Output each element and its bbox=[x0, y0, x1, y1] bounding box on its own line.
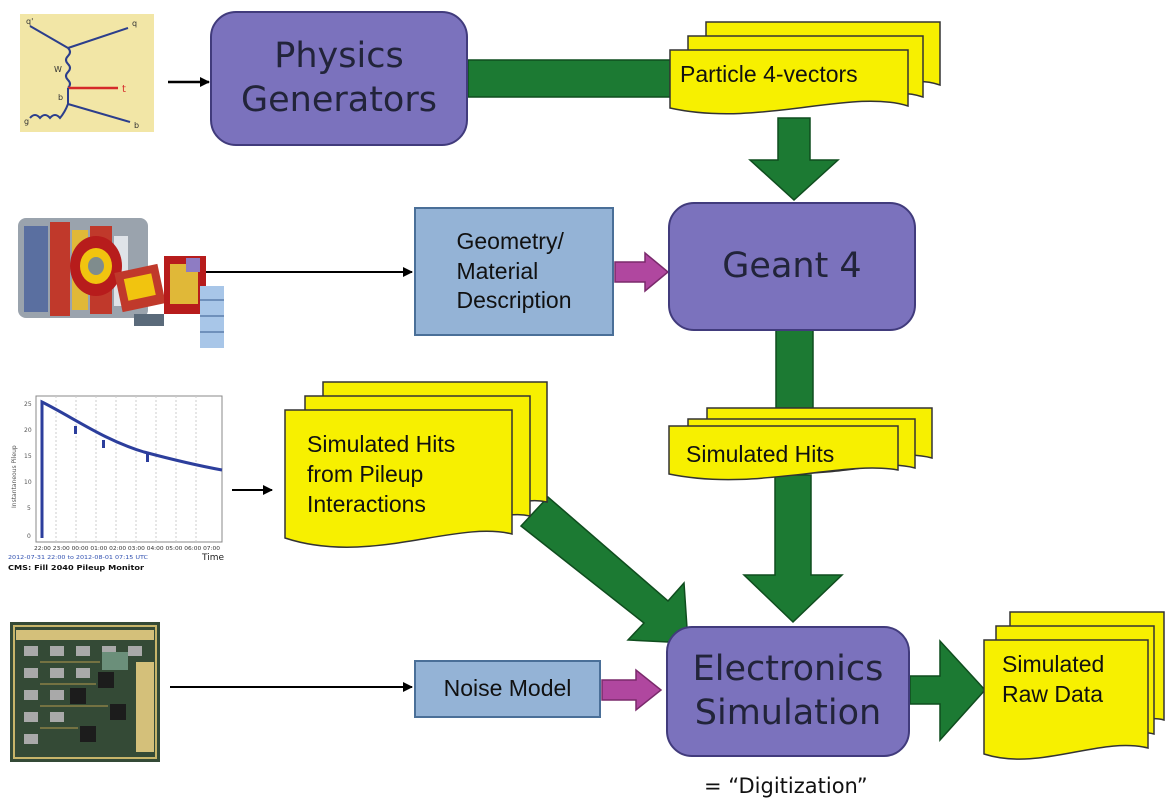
feynman-label-q: q bbox=[132, 19, 137, 28]
arrow-electronics-to-raw-data bbox=[909, 639, 987, 742]
doc-stack-particle-4vectors bbox=[669, 21, 941, 115]
noise-model-label: Noise Model bbox=[443, 675, 572, 702]
geant4-box: Geant 4 bbox=[668, 202, 916, 331]
feynman-label-w: W bbox=[54, 65, 62, 74]
arrow-4vectors-to-geant4 bbox=[748, 117, 840, 202]
plot-date-line: 2012-07-31 22:00 to 2012-08-01 07:15 UTC bbox=[8, 555, 149, 561]
pileup-hits-label: Simulated Hits from Pileup Interactions bbox=[307, 431, 456, 517]
plot-ytick-15: 15 bbox=[24, 453, 32, 460]
particle-4vectors-label: Particle 4-vectors bbox=[680, 61, 858, 87]
plot-xaxis-label: Time bbox=[201, 553, 224, 563]
plot-ytick-5: 5 bbox=[27, 505, 31, 512]
doc-stack-pileup-hits bbox=[284, 381, 548, 548]
digitization-caption: = “Digitization” bbox=[704, 774, 868, 798]
geant4-label: Geant 4 bbox=[722, 245, 862, 286]
geometry-material-box: Geometry/ Material Description bbox=[414, 207, 614, 336]
feynman-label-qprime: q' bbox=[26, 17, 33, 26]
plot-footer: CMS: Fill 2040 Pileup Monitor bbox=[8, 564, 145, 572]
electronics-board-image bbox=[10, 622, 160, 762]
detector-image bbox=[14, 196, 236, 356]
flow-arrows bbox=[467, 59, 987, 742]
arrow-geant4-to-simulated-hits bbox=[775, 327, 814, 419]
plot-ytick-10: 10 bbox=[24, 479, 32, 486]
pileup-monitor-plot: Instantaneous Pileup 25 20 15 10 5 0 22:… bbox=[4, 388, 228, 584]
physics-generators-box: Physics Generators bbox=[210, 11, 468, 146]
plot-yaxis-label: Instantaneous Pileup bbox=[11, 445, 18, 508]
feynman-diagram-image: q' q W b t g b bbox=[20, 14, 154, 132]
doc-stack-simulated-hits bbox=[668, 407, 933, 481]
arrow-geometry-to-geant4 bbox=[614, 251, 670, 293]
electronics-simulation-box: Electronics Simulation bbox=[666, 626, 910, 757]
plot-ytick-20: 20 bbox=[24, 427, 32, 434]
plot-xticks: 22:00 23:00 00:00 01:00 02:00 03:00 04:0… bbox=[34, 546, 221, 552]
geometry-material-label: Geometry/ Material Description bbox=[456, 227, 572, 314]
doc-stack-raw-data bbox=[983, 611, 1165, 760]
noise-model-box: Noise Model bbox=[414, 660, 601, 718]
plot-ytick-25: 25 bbox=[24, 401, 32, 408]
feynman-label-b-out: b bbox=[134, 121, 139, 130]
physics-generators-label: Physics Generators bbox=[241, 35, 437, 120]
arrow-pileup-to-electronics bbox=[519, 495, 689, 644]
plot-ytick-0: 0 bbox=[27, 533, 31, 540]
arrow-noise-to-electronics bbox=[601, 668, 663, 712]
simulated-hits-label: Simulated Hits bbox=[686, 441, 835, 467]
feynman-label-b: b bbox=[58, 93, 63, 102]
electronics-simulation-label: Electronics Simulation bbox=[692, 648, 884, 733]
feynman-label-t: t bbox=[122, 84, 126, 95]
simulated-raw-data-label: Simulated Raw Data bbox=[1002, 651, 1105, 707]
feynman-label-g: g bbox=[24, 117, 29, 126]
arrow-simulated-hits-to-electronics bbox=[742, 474, 844, 624]
